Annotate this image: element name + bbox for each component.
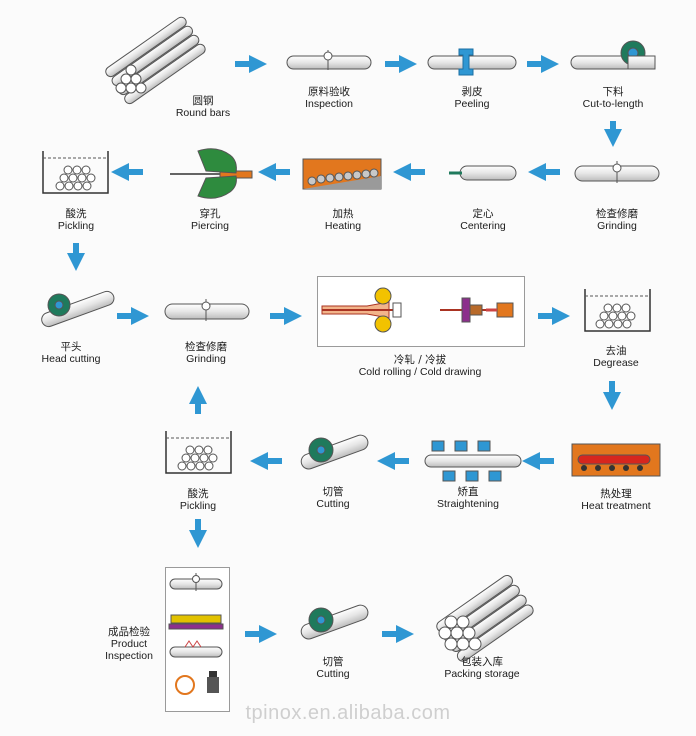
pickling-tank-icon (42, 151, 109, 194)
label-head-cutting: 平头 Head cutting (11, 341, 131, 365)
product-inspection-art (168, 573, 224, 695)
label-heating: 加热 Heating (283, 208, 403, 232)
cut-to-length-icon (570, 40, 656, 70)
straightening-zh: 矫直 (457, 486, 479, 498)
heating-furnace-icon (302, 158, 382, 190)
packing-storage-en: Packing storage (444, 668, 520, 680)
grinding-2-en: Grinding (186, 353, 226, 365)
label-cutting-1: 切管 Cutting (273, 486, 393, 510)
cut-to-length-en: Cut-to-length (582, 98, 644, 110)
straightening-icon (424, 440, 522, 482)
label-straightening: 矫直 Straightening (408, 486, 528, 510)
degrease-tank-icon (584, 289, 651, 332)
label-inspection: 原料验收 Inspection (269, 86, 389, 110)
cold-rolling-frame-art (321, 287, 514, 333)
label-product-inspection: 成品检验 Product Inspection (69, 626, 189, 662)
piercing-icon (170, 148, 253, 199)
centering-icon (449, 165, 517, 181)
label-round-bars: 圆钢 Round bars (143, 95, 263, 119)
label-peeling: 剥皮 Peeling (412, 86, 532, 110)
head-cutting-en: Head cutting (41, 353, 101, 365)
label-pickling-2: 酸洗 Pickling (138, 488, 258, 512)
cutting-2-icon (300, 604, 369, 640)
grinding-1-zh: 检查修磨 (596, 208, 638, 220)
round-bars-icon (105, 16, 206, 105)
inspection-bar-icon (286, 50, 372, 70)
heating-en: Heating (324, 220, 362, 232)
cold-rolling-en: Cold rolling / Cold drawing (358, 366, 482, 378)
pickling-1-en: Pickling (57, 220, 95, 232)
degrease-en: Degrease (593, 357, 639, 369)
flow-arrows (67, 55, 622, 643)
product-inspection-en2: Inspection (105, 650, 153, 662)
label-cut-to-length: 下料 Cut-to-length (553, 86, 673, 110)
heat-treatment-icon (571, 443, 661, 477)
label-piercing: 穿孔 Piercing (150, 208, 270, 232)
label-grinding-1: 检查修磨 Grinding (557, 208, 677, 232)
cutting-2-zh: 切管 (322, 656, 344, 668)
label-grinding-2: 检查修磨 Grinding (146, 341, 266, 365)
label-pickling-1: 酸洗 Pickling (16, 208, 136, 232)
pickling-tank-2-icon (165, 431, 232, 474)
cut-to-length-zh: 下料 (602, 86, 624, 98)
watermark: tpinox.en.alibaba.com (245, 702, 451, 724)
cutting-2-en: Cutting (316, 668, 350, 680)
grinding-1-en: Grinding (597, 220, 637, 232)
straightening-en: Straightening (437, 498, 499, 510)
round-bars-zh: 圆钢 (192, 95, 214, 107)
grinding-bar-icon (574, 161, 660, 183)
peeling-en: Peeling (454, 98, 490, 110)
label-degrease: 去油 Degrease (556, 345, 676, 369)
label-packing-storage: 包装入库 Packing storage (422, 656, 542, 680)
label-cutting-2: 切管 Cutting (273, 656, 393, 680)
label-cold-rolling: 冷轧 / 冷拔 Cold rolling / Cold drawing (320, 354, 520, 378)
heat-treatment-zh: 热处理 (600, 488, 632, 500)
cutting-icon (300, 434, 369, 470)
packing-bundle-icon (436, 574, 534, 662)
head-cutting-zh: 平头 (60, 341, 82, 353)
inspection-en: Inspection (305, 98, 353, 110)
packing-storage-zh: 包装入库 (461, 656, 503, 668)
label-heat-treatment: 热处理 Heat treatment (556, 488, 676, 512)
cutting-1-zh: 切管 (322, 486, 344, 498)
product-inspection-zh: 成品检验 (108, 626, 150, 638)
heat-treatment-en: Heat treatment (581, 500, 651, 512)
cutting-1-en: Cutting (316, 498, 350, 510)
inspection-zh: 原料验收 (308, 86, 350, 98)
piercing-zh: 穿孔 (199, 208, 221, 220)
pickling-2-zh: 酸洗 (187, 488, 209, 500)
heating-zh: 加热 (332, 208, 354, 220)
grinding-2-zh: 检查修磨 (185, 341, 227, 353)
label-centering: 定心 Centering (423, 208, 543, 232)
round-bars-en: Round bars (175, 107, 231, 119)
product-inspection-en1: Product (110, 638, 148, 650)
degrease-zh: 去油 (605, 345, 627, 357)
centering-en: Centering (460, 220, 506, 232)
grinding-bar-2-icon (164, 299, 250, 321)
pickling-1-zh: 酸洗 (65, 208, 87, 220)
head-cutting-icon (41, 290, 115, 328)
peeling-zh: 剥皮 (461, 86, 483, 98)
peeling-icon (427, 48, 517, 76)
cold-rolling-zh: 冷轧 / 冷拔 (393, 354, 447, 366)
centering-zh: 定心 (472, 208, 494, 220)
piercing-en: Piercing (191, 220, 229, 232)
pickling-2-en: Pickling (179, 500, 217, 512)
